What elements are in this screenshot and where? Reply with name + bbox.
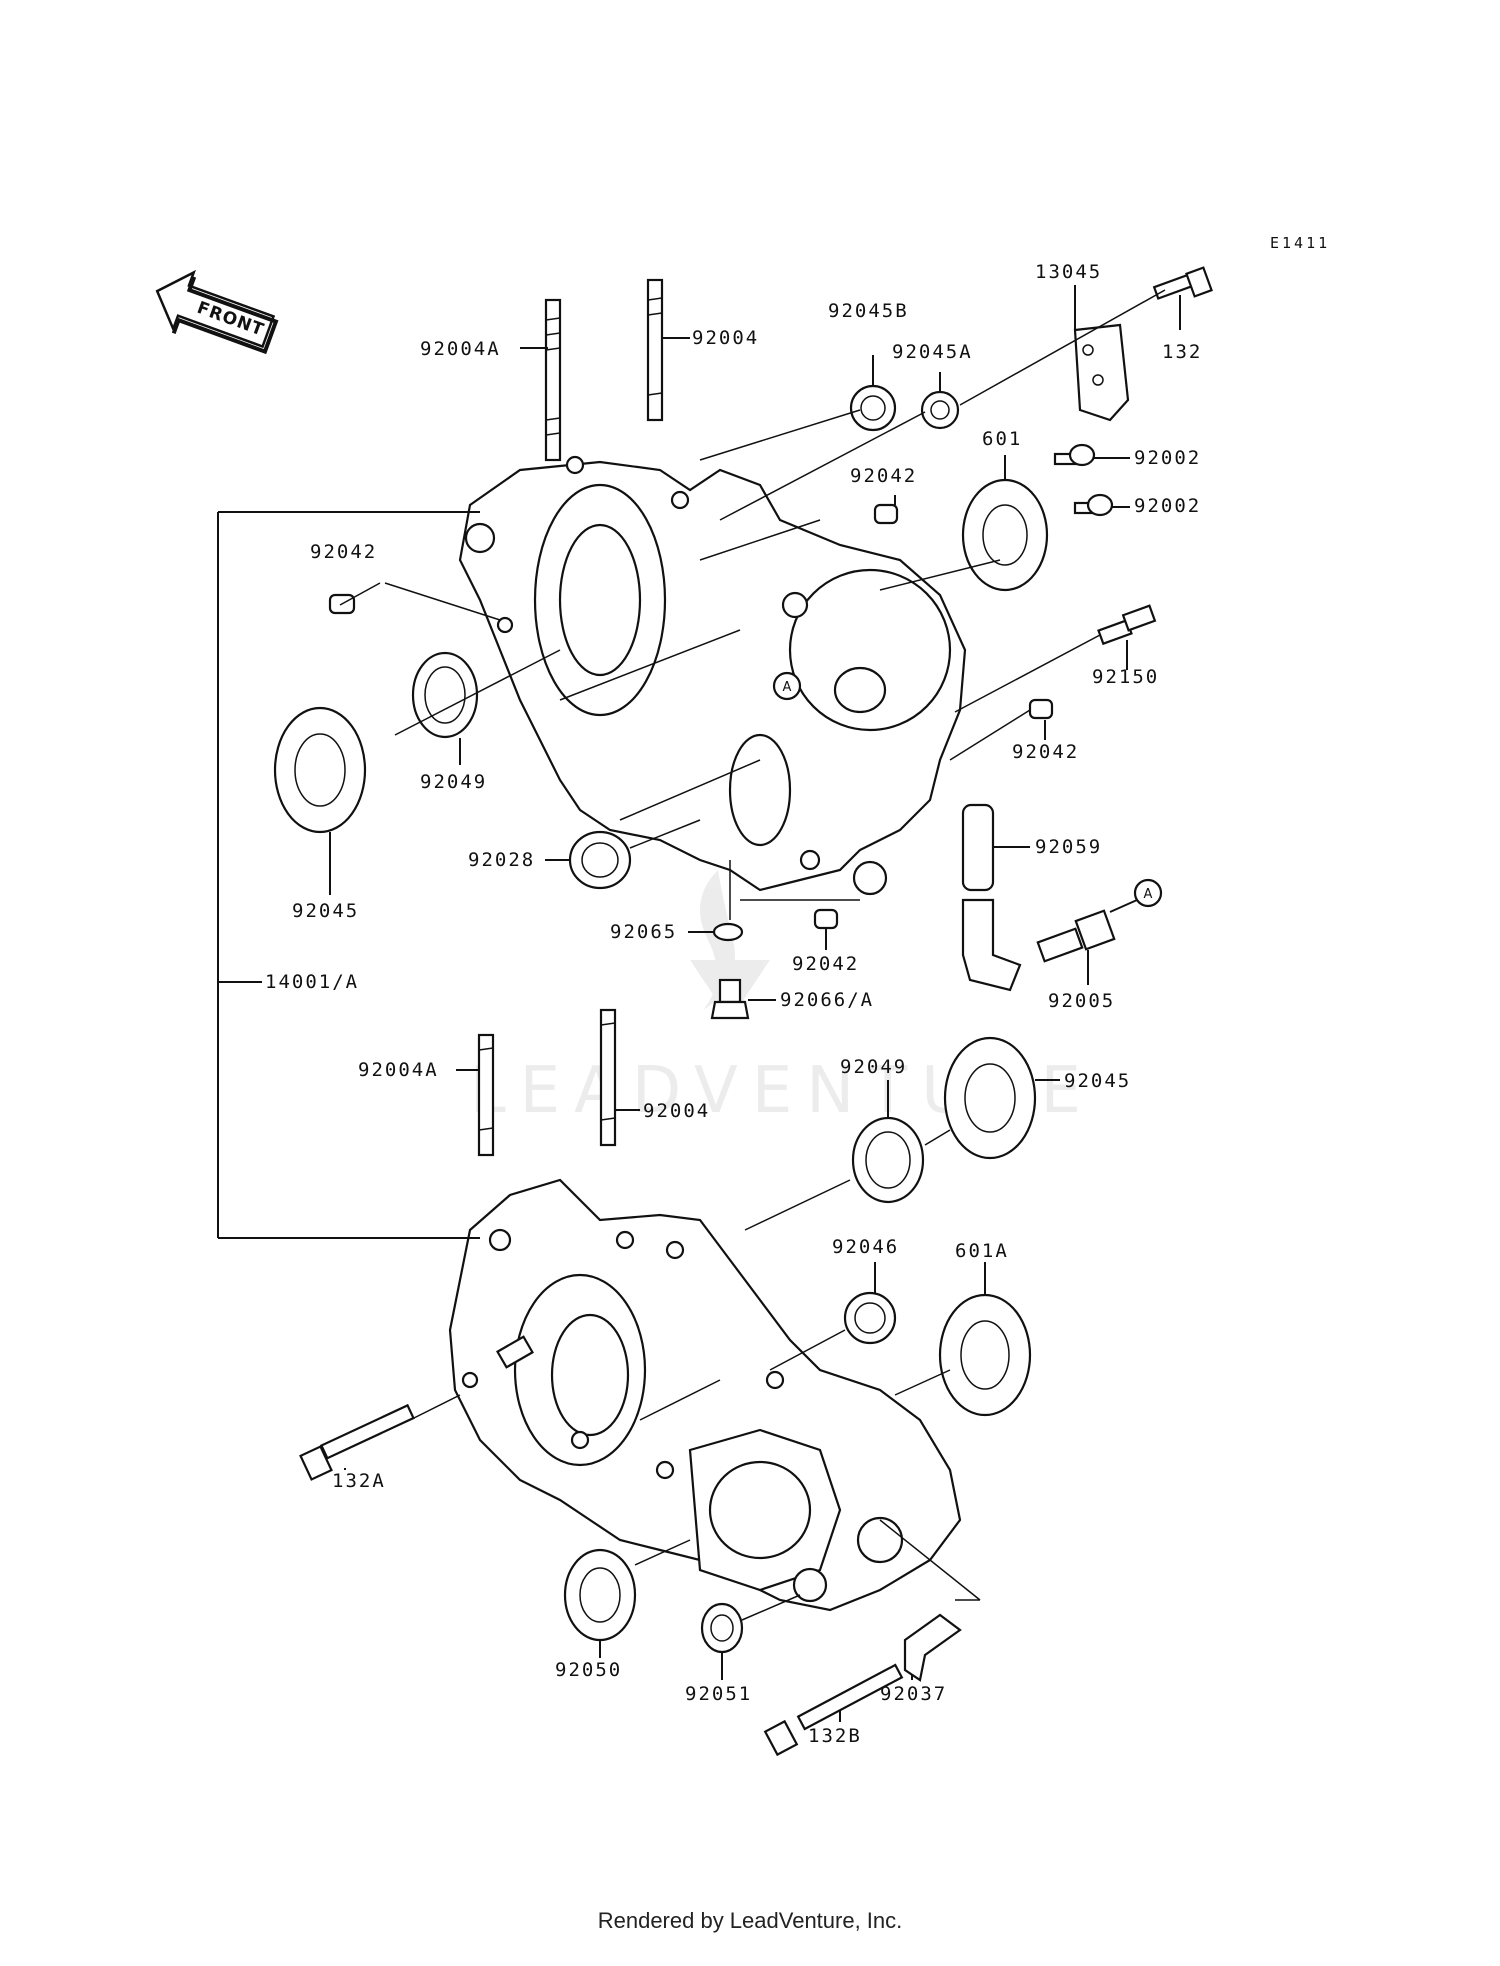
label-92002-b: 92002	[1134, 495, 1201, 517]
screw-92002-a	[1053, 443, 1096, 467]
seal-92049-lower	[851, 1116, 925, 1204]
label-92004a-lower: 92004A	[358, 1059, 439, 1081]
ref-marker-a-right: A	[1109, 878, 1163, 913]
seal-92051	[700, 1602, 744, 1654]
bracket-13045	[1073, 323, 1130, 422]
collar-92028	[568, 830, 632, 890]
dowel-92042-c	[1028, 698, 1054, 720]
bolt-132	[1152, 266, 1213, 300]
label-601: 601	[982, 428, 1022, 450]
bolt-132a	[299, 1403, 415, 1481]
stud-92004a-lower	[477, 1033, 495, 1157]
label-601a: 601A	[955, 1240, 1009, 1262]
label-92045-lower: 92045	[1064, 1070, 1131, 1092]
hose-92059	[961, 803, 1022, 992]
seal-92050	[563, 1548, 637, 1642]
label-92150: 92150	[1092, 666, 1159, 688]
stud-92004a-upper	[544, 298, 562, 462]
label-92004a-upper: 92004A	[420, 338, 501, 360]
label-92004-lower: 92004	[643, 1100, 710, 1122]
bearing-601	[961, 478, 1049, 592]
label-14001a: 14001/A	[265, 971, 359, 993]
label-92049-upper: 92049	[420, 771, 487, 793]
seal-92045b	[849, 384, 897, 432]
label-132: 132	[1162, 341, 1202, 363]
label-132b: 132B	[808, 1725, 862, 1747]
label-92045a: 92045A	[892, 341, 973, 363]
label-92045b: 92045B	[828, 300, 909, 322]
render-credit-footer: Rendered by LeadVenture, Inc.	[597, 1908, 903, 1933]
label-92042-d: 92042	[792, 953, 859, 975]
label-92066a: 92066/A	[780, 989, 874, 1011]
ref-marker-a-upper: A	[772, 671, 802, 701]
label-92049-lower: 92049	[840, 1056, 907, 1078]
diagram-code: E1411	[1270, 234, 1330, 252]
dowel-92042-d	[813, 908, 839, 930]
washer-92065	[712, 922, 744, 942]
bearing-601a	[938, 1293, 1032, 1417]
ref-marker-a-upper-text: A	[783, 680, 792, 695]
label-92042-a: 92042	[850, 465, 917, 487]
label-92059: 92059	[1035, 836, 1102, 858]
label-92045-upper: 92045	[292, 900, 359, 922]
front-arrow-icon	[155, 269, 279, 355]
lower-crankcase-half	[448, 1178, 962, 1612]
plug-92066a	[710, 978, 750, 1020]
label-92005: 92005	[1048, 990, 1115, 1012]
label-92004-upper: 92004	[692, 327, 759, 349]
label-13045: 13045	[1035, 261, 1102, 283]
needle-bearing-92046	[843, 1291, 897, 1345]
leader-lines	[217, 285, 1181, 1722]
stud-92004-lower	[599, 1008, 617, 1147]
ref-marker-a-right-text: A	[1144, 887, 1153, 902]
label-92046: 92046	[832, 1236, 899, 1258]
fitting-92150	[1097, 604, 1157, 646]
part-labels: 92004A 92004 92045B 92045A 13045 132 920…	[265, 261, 1202, 1747]
seal-92049-upper	[411, 651, 479, 739]
stud-92004-upper	[646, 278, 664, 422]
dowel-92042-a	[873, 503, 899, 525]
label-92037: 92037	[880, 1683, 947, 1705]
label-92028: 92028	[468, 849, 535, 871]
bearing-92045-upper	[273, 706, 367, 834]
label-92050: 92050	[555, 1659, 622, 1681]
label-92002-a: 92002	[1134, 447, 1201, 469]
seal-92045a	[920, 390, 960, 430]
label-92051: 92051	[685, 1683, 752, 1705]
bearing-92045-lower	[943, 1036, 1037, 1160]
label-132a: 132A	[332, 1470, 386, 1492]
label-92042-c: 92042	[1012, 741, 1079, 763]
clamp-92037	[903, 1613, 962, 1682]
label-92065: 92065	[610, 921, 677, 943]
fitting-92005	[1036, 909, 1116, 963]
label-92042-b: 92042	[310, 541, 377, 563]
bolt-132b	[763, 1663, 904, 1757]
upper-crankcase-half	[458, 455, 967, 896]
screw-92002-b	[1073, 493, 1114, 517]
